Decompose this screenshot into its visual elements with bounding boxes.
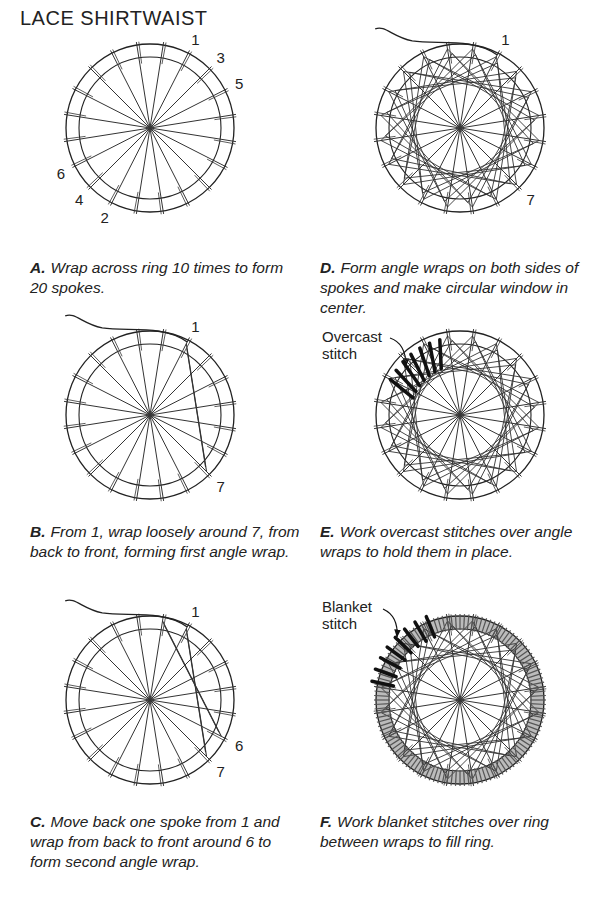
step-caption: C.Move back one spoke from 1 and wrap fr… [30, 812, 302, 872]
step-letter: C. [30, 813, 46, 830]
stitch-callout: Overcast stitch [322, 328, 402, 362]
spoke-number: 5 [234, 74, 244, 91]
step-caption: E.Work overcast stitches over angle wrap… [320, 522, 588, 562]
step-letter: A. [30, 259, 46, 276]
lace-ring [374, 28, 547, 214]
step-letter: D. [320, 259, 336, 276]
step-caption: F.Work blanket stitches over ring betwee… [320, 812, 588, 852]
spoke-number: 1 [190, 602, 200, 619]
step-letter: E. [320, 523, 335, 540]
step-text: Wrap across ring 10 times to form 20 spo… [30, 259, 283, 296]
spoke-number: 7 [526, 190, 536, 207]
lace-ring [372, 614, 546, 787]
spoke-number: 1 [190, 30, 200, 47]
spoke-number: 2 [99, 209, 109, 226]
step-letter: F. [320, 813, 332, 830]
spoke-number: 1 [190, 317, 200, 334]
spoke-number: 4 [74, 190, 84, 207]
step-text: Work overcast stitches over angle wraps … [320, 523, 572, 560]
step-caption: B.From 1, wrap loosely around 7, from ba… [30, 522, 302, 562]
leader-line [383, 609, 397, 637]
step-text: From 1, wrap loosely around 7, from back… [30, 523, 299, 560]
lace-ring [64, 315, 237, 501]
spoke-number: 7 [216, 477, 226, 494]
thread-tail [375, 28, 497, 55]
thread-tail [65, 600, 187, 627]
step-text: Work blanket stitches over ring between … [320, 813, 549, 850]
lace-ring [374, 329, 547, 502]
step-caption: D.Form angle wraps on both sides of spok… [320, 258, 588, 318]
spoke-number: 6 [56, 165, 66, 182]
spoke-number: 1 [500, 30, 510, 47]
step-text: Form angle wraps on both sides of spokes… [320, 259, 578, 316]
step-text: Move back one spoke from 1 and wrap from… [30, 813, 280, 870]
title: LACE SHIRTWAIST [20, 6, 208, 30]
lace-ring [64, 42, 237, 215]
thread-tail [65, 315, 187, 342]
lace-ring [64, 600, 237, 786]
stitch-callout: Blanket stitch [322, 598, 402, 632]
spoke-number: 6 [234, 737, 244, 754]
spoke-number: 3 [216, 49, 226, 66]
step-caption: A.Wrap across ring 10 times to form 20 s… [30, 258, 302, 298]
spoke-number: 7 [216, 762, 226, 779]
step-letter: B. [30, 523, 46, 540]
